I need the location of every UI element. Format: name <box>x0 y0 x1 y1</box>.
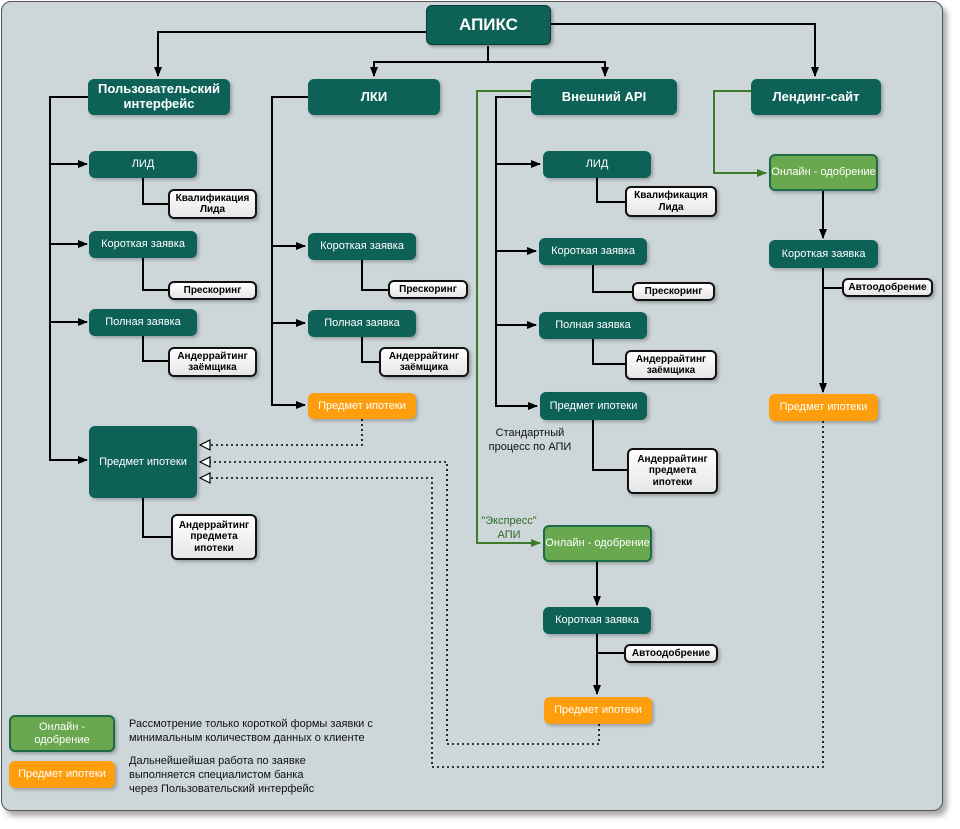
landing-online-approval: Онлайн - одобрение <box>769 154 878 191</box>
ui-lead-qualification: Квалификация Лида <box>168 189 257 219</box>
legend-online-approval-swatch: Онлайн - одобрение <box>9 715 115 752</box>
api-prescoring: Прескоринг <box>632 282 715 301</box>
header-lki: ЛКИ <box>308 79 440 115</box>
api-underwriting-subject: Андеррайтинг предмета ипотеки <box>627 448 718 494</box>
ui-full-application: Полная заявка <box>89 309 197 336</box>
api-express-short-application: Короткая заявка <box>543 607 651 634</box>
api-lead-qualification: Квалификация Лида <box>625 186 717 217</box>
ui-mortgage-subject: Предмет ипотеки <box>89 426 197 498</box>
legend-mortgage-subject-swatch: Предмет ипотеки <box>9 761 115 788</box>
landing-mortgage-subject: Предмет ипотеки <box>769 394 878 421</box>
lki-short-application: Короткая заявка <box>308 233 416 260</box>
api-mortgage-subject: Предмет ипотеки <box>540 392 647 420</box>
lki-mortgage-subject: Предмет ипотеки <box>308 393 416 419</box>
header-user-interface: Пользовательский интерфейс <box>88 79 230 115</box>
api-short-application: Короткая заявка <box>539 238 647 265</box>
ui-underwriting-subject: Андеррайтинг предмета ипотеки <box>171 514 257 560</box>
landing-short-application: Короткая заявка <box>769 240 878 268</box>
api-underwriting-borrower: Андеррайтинг заёмщика <box>625 350 717 380</box>
api-full-application: Полная заявка <box>539 312 647 339</box>
api-standard-process-note: Стандартный процесс по АПИ <box>488 427 572 453</box>
lki-underwriting-borrower: Андеррайтинг заёмщика <box>379 347 469 377</box>
legend-mortgage-subject-text: Дальнейшейшая работа по заявке выполняет… <box>129 755 315 795</box>
title-apix: АПИКС <box>426 5 551 45</box>
header-external-api: Внешний API <box>531 79 677 115</box>
api-express-mortgage-subject: Предмет ипотеки <box>544 697 652 724</box>
ui-underwriting-borrower: Андеррайтинг заёмщика <box>168 347 257 377</box>
ui-lead: ЛИД <box>89 151 197 178</box>
header-landing-site: Лендинг-сайт <box>751 79 881 115</box>
api-express-note: "Экспресс" АПИ <box>481 515 537 541</box>
legend-online-approval-text: Рассмотрение только короткой формы заявк… <box>129 718 373 744</box>
lki-prescoring: Прескоринг <box>388 280 468 299</box>
ui-short-application: Короткая заявка <box>89 231 197 258</box>
api-auto-approval: Автоодобрение <box>624 644 718 663</box>
ui-prescoring: Прескоринг <box>168 281 257 300</box>
lki-full-application: Полная заявка <box>308 310 416 337</box>
landing-auto-approval: Автоодобрение <box>842 278 933 297</box>
api-lead: ЛИД <box>543 151 651 178</box>
api-online-approval: Онлайн - одобрение <box>543 525 652 562</box>
